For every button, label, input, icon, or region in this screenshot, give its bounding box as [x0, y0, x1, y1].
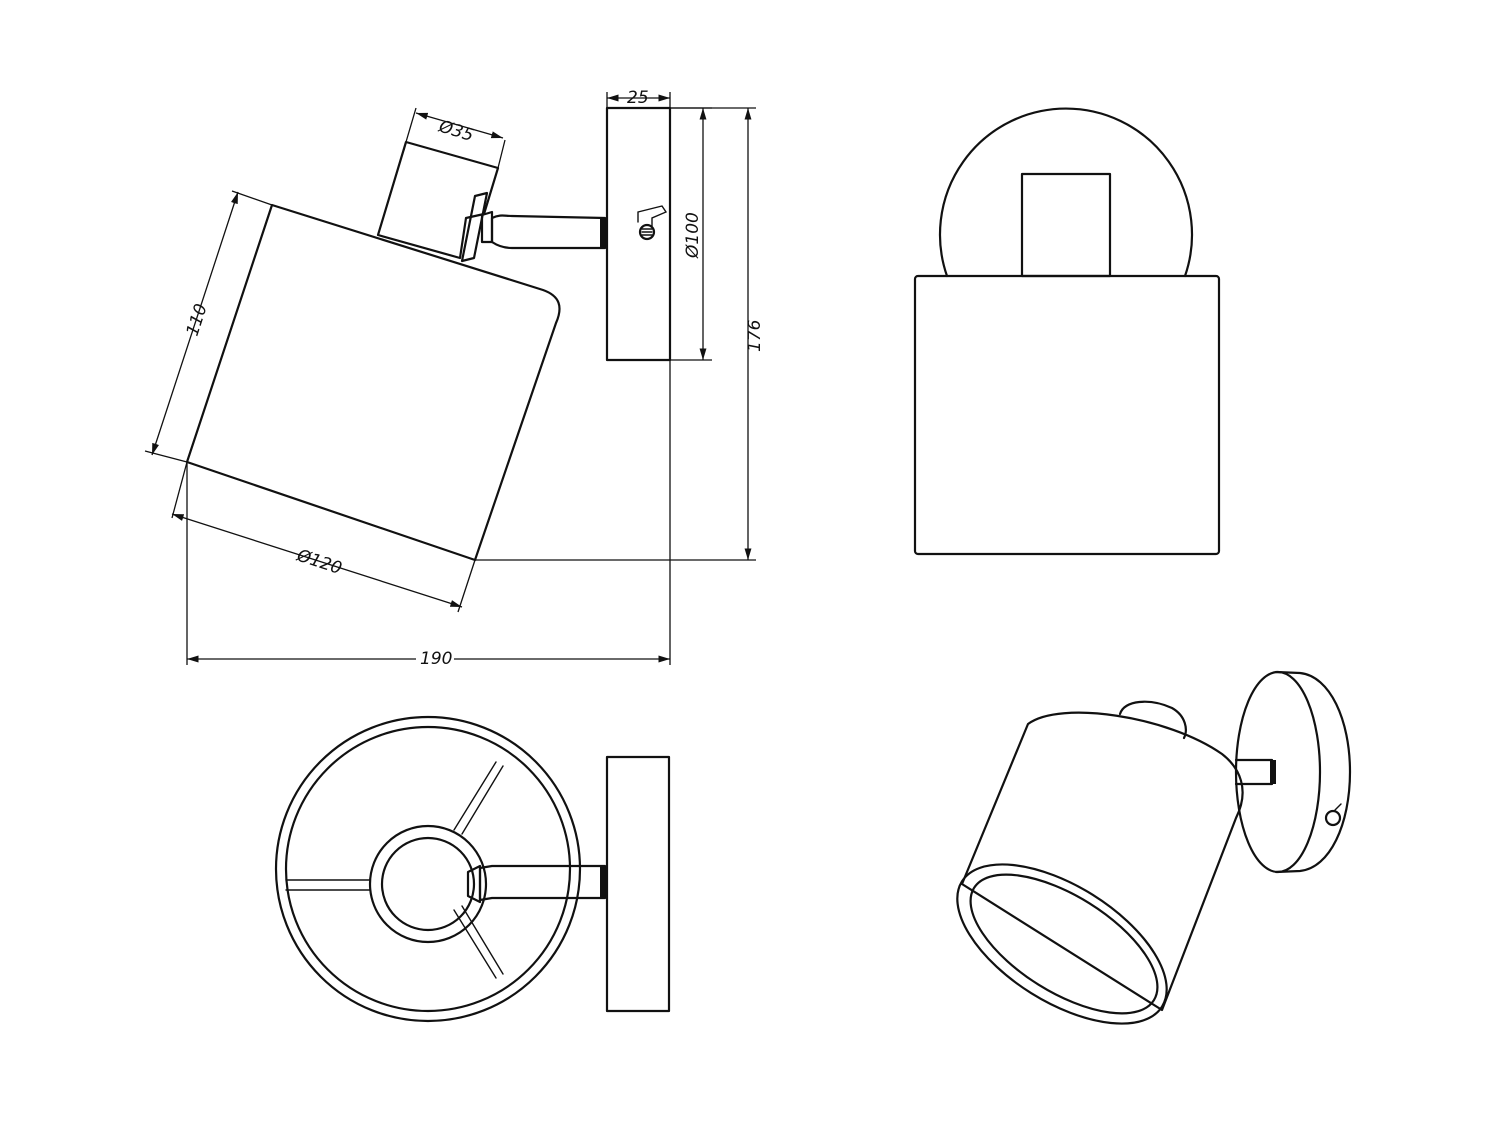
side-view — [185, 106, 672, 562]
side-hinge-plate — [460, 191, 489, 263]
front-shade — [913, 274, 1221, 556]
persp-wall-plate-rim — [1274, 670, 1352, 874]
bottom-hub-outer — [368, 824, 488, 944]
persp-shade-body — [960, 711, 1244, 1012]
front-view — [913, 107, 1221, 556]
side-wall-plate — [605, 106, 672, 362]
side-screw-icon — [638, 223, 656, 241]
bottom-view — [274, 715, 671, 1023]
dim-w190: 190 — [186, 360, 671, 669]
dim-d120: Ø120 — [171, 461, 476, 613]
dim-h110: 110 — [144, 190, 273, 463]
dim-d120-label: Ø120 — [294, 545, 345, 578]
side-arm — [490, 214, 607, 250]
persp-switch-icon — [1324, 809, 1342, 827]
persp-socket-holder — [1118, 700, 1187, 740]
persp-shade-opening-inner — [969, 873, 1159, 1015]
dim-h176-label: 176 — [745, 319, 765, 352]
persp-shade-opening-outer — [956, 863, 1168, 1025]
persp-wall-plate-face — [1234, 670, 1322, 874]
persp-arm-collar — [1270, 760, 1276, 784]
dim-d35-label: Ø35 — [436, 116, 476, 146]
dim-w190-label: 190 — [420, 649, 452, 669]
bottom-knuckle — [466, 864, 482, 904]
side-shade — [185, 203, 561, 562]
dim-h110-label: 110 — [183, 302, 212, 339]
side-socket-holder — [376, 140, 500, 260]
perspective-view — [956, 670, 1352, 1025]
side-switch-icon — [637, 205, 668, 227]
bottom-spoke-left — [285, 879, 371, 891]
dim-w25-label: 25 — [627, 88, 649, 108]
side-knuckle — [480, 210, 494, 244]
dim-d100: Ø100 — [670, 107, 712, 361]
bottom-spoke-lower — [453, 905, 504, 979]
dim-h176: 176 — [475, 107, 765, 561]
bottom-arm — [478, 864, 607, 902]
bottom-spoke-upper — [453, 761, 504, 835]
bottom-shade-outer — [274, 715, 582, 1023]
dim-d35: Ø35 — [405, 107, 506, 169]
bottom-arm-collar — [600, 866, 608, 898]
bottom-hub-inner — [380, 836, 476, 932]
side-arm-collar — [600, 218, 608, 248]
bottom-shade-inner — [284, 725, 572, 1013]
dim-d100-label: Ø100 — [683, 212, 703, 259]
bottom-wall-plate — [605, 755, 671, 1013]
dim-w25: 25 — [606, 88, 671, 108]
front-wall-plate — [938, 107, 1194, 278]
front-socket-holder — [1020, 172, 1112, 278]
